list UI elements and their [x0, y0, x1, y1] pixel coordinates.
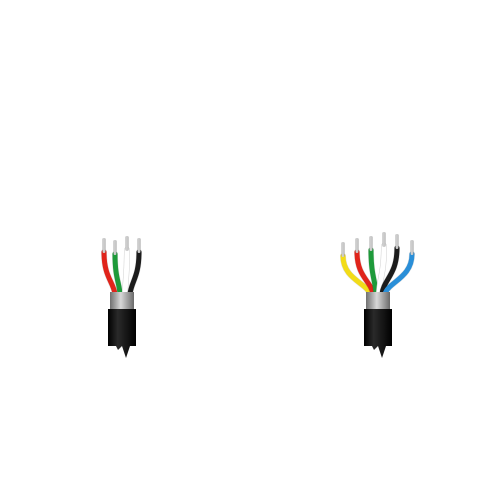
- cable-2-conductor-2-stripped-end: [355, 238, 359, 253]
- cable-1-conductor-3-stripped-end: [125, 236, 129, 251]
- cable-1-shield: [110, 292, 134, 310]
- cable-2-conductor-5-stripped-end: [395, 234, 399, 249]
- cable-2-shield: [366, 292, 390, 310]
- cable-2-conductor-4: [376, 243, 387, 297]
- cable-2-conductor-3: [368, 247, 379, 297]
- cable-1-conductor-1: [101, 249, 118, 297]
- cable-2-jacket: [364, 309, 392, 358]
- cable-2-conductor-3-stripped-end: [369, 236, 373, 251]
- cable-2-conductor-6-stripped-end: [410, 240, 414, 255]
- cable-2-conductor-1-stripped-end: [341, 242, 345, 257]
- cable-1-conductor-3: [122, 247, 130, 297]
- cable-1-conductor-4-stripped-end: [137, 238, 141, 253]
- cable-2-conductor-5: [379, 245, 400, 297]
- cable-1-conductor-2-stripped-end: [113, 240, 117, 255]
- six-conductor-cable: [340, 232, 415, 358]
- cable-1-conductor-2: [112, 251, 123, 297]
- cable-2-conductors: [340, 232, 415, 297]
- four-conductor-cable: [101, 236, 142, 358]
- cable-2-conductor-4-stripped-end: [382, 232, 386, 247]
- cable-1-conductor-1-stripped-end: [102, 238, 106, 253]
- cable-2-conductor-6: [382, 251, 415, 297]
- cable-2-conductor-1: [340, 253, 373, 297]
- cable-1-jacket: [108, 309, 136, 358]
- cable-2-conductor-2: [354, 249, 376, 297]
- cable-1-conductor-4: [127, 249, 142, 297]
- cable-1-conductors: [101, 236, 142, 297]
